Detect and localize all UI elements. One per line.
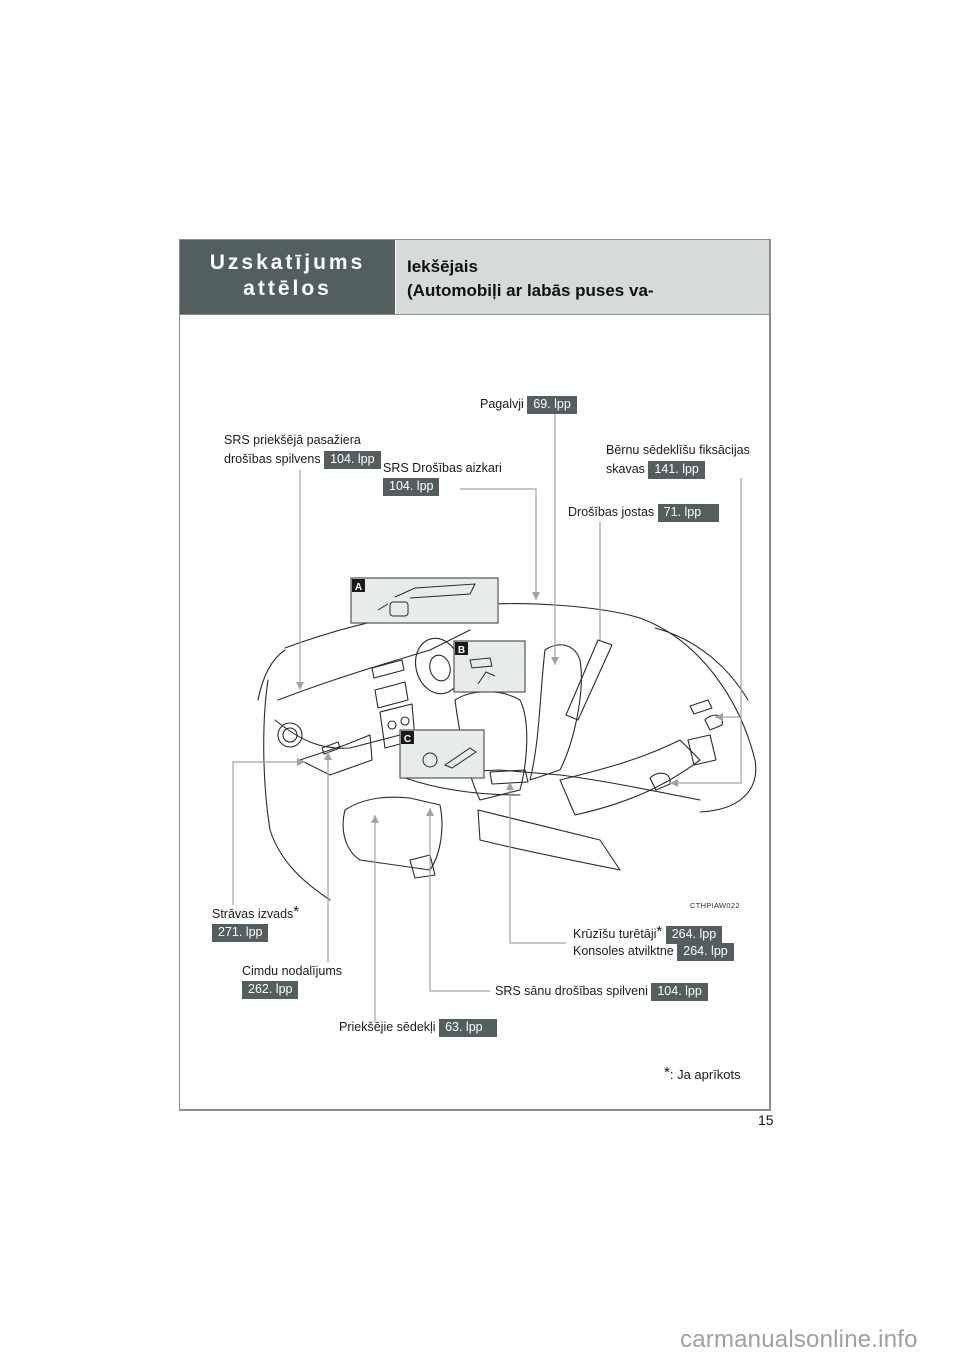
callout-side-airbags: SRS sānu drošības spilveni 104. lpp bbox=[495, 983, 708, 1001]
callout-label-line1: SRS priekšējā pasažiera bbox=[224, 433, 361, 447]
child-seat-anchor-1 bbox=[689, 699, 713, 715]
rearview-mirror bbox=[389, 601, 409, 617]
callout-label: Drošības jostas bbox=[568, 505, 655, 519]
callout-label: SRS Drošības aizkari bbox=[383, 461, 502, 475]
child-seat-anchor-3 bbox=[687, 734, 717, 766]
callout-label: Strāvas izvads bbox=[212, 907, 294, 921]
callout-label-line1: Bērnu sēdeklīšu fiksācijas bbox=[606, 443, 750, 457]
passenger-seat bbox=[342, 796, 443, 871]
section-title-line2: attēlos bbox=[243, 277, 332, 300]
rear-seat bbox=[559, 739, 701, 816]
callout-child-seat-anchors: Bērnu sēdeklīšu fiksācijas skavas 141. l… bbox=[606, 443, 750, 479]
callout-label: Cimdu nodalījums bbox=[242, 964, 343, 978]
inset-b: B bbox=[453, 640, 526, 693]
page-frame: Uzskatījums attēlos Iekšējais (Automobiļ… bbox=[179, 239, 771, 1111]
illustration-code: CTHPIAW022 bbox=[690, 901, 740, 910]
callout-label-line2: drošības spilvens bbox=[224, 452, 321, 466]
callout-glove-box: Cimdu nodalījums 262. lpp bbox=[242, 964, 342, 999]
page-ref-badge[interactable]: 71. lpp bbox=[657, 504, 720, 522]
optional-asterisk: * bbox=[664, 1064, 670, 1081]
seat-belt bbox=[565, 639, 613, 721]
section-tab: Uzskatījums attēlos bbox=[180, 240, 395, 314]
headrest-seat bbox=[529, 644, 582, 781]
inset-a-label: A bbox=[355, 582, 362, 593]
page-ref-badge[interactable]: 104. lpp bbox=[383, 478, 440, 496]
page-header: Iekšējais (Automobiļi ar labās puses va- bbox=[396, 240, 769, 314]
callout-front-seats: Priekšējie sēdekļi 63. lpp bbox=[339, 1019, 497, 1037]
page-ref-badge[interactable]: 104. lpp bbox=[651, 983, 708, 1001]
callout-label: Krūzīšu turētāji bbox=[573, 927, 657, 941]
footnote: *: Ja aprīkots bbox=[664, 1064, 741, 1082]
callout-label: Pagalvji bbox=[480, 397, 524, 411]
leader-cup-holders bbox=[509, 782, 566, 944]
child-seat-anchor-4 bbox=[649, 772, 671, 791]
callout-label-line2: skavas bbox=[606, 462, 645, 476]
leader-child-anchors bbox=[670, 478, 742, 784]
leader-arrowheads bbox=[296, 592, 723, 823]
page-ref-badge[interactable]: 63. lpp bbox=[439, 1019, 497, 1037]
callout-label: Konsoles atvilktne bbox=[573, 944, 674, 958]
leader-power-outlet bbox=[232, 761, 305, 905]
callout-label: Priekšējie sēdekļi bbox=[339, 1020, 436, 1034]
optional-asterisk: * bbox=[656, 923, 663, 940]
callout-label: SRS sānu drošības spilveni bbox=[495, 984, 648, 998]
page-ref-badge[interactable]: 271. lpp bbox=[212, 924, 269, 942]
callout-front-passenger-airbag: SRS priekšējā pasažiera drošības spilven… bbox=[224, 433, 381, 469]
inset-c: C bbox=[399, 729, 485, 779]
inset-b-label: B bbox=[458, 645, 465, 656]
page-ref-badge[interactable]: 69. lpp bbox=[527, 396, 577, 414]
callout-power-outlet: Strāvas izvads* 271. lpp bbox=[212, 904, 299, 942]
page-ref-badge[interactable]: 264. lpp bbox=[677, 943, 734, 961]
callout-cup-holders: Krūzīšu turētāji* 264. lpp bbox=[573, 923, 723, 944]
page-title-line1: Iekšējais bbox=[407, 257, 478, 276]
page-ref-badge[interactable]: 104. lpp bbox=[324, 451, 381, 469]
header-divider bbox=[180, 314, 769, 315]
leader-side-airbags bbox=[429, 808, 490, 992]
page-ref-badge[interactable]: 262. lpp bbox=[242, 981, 299, 999]
watermark: carmanualsonline.info bbox=[680, 1326, 918, 1353]
dashboard bbox=[277, 629, 471, 701]
air-vent-left bbox=[277, 722, 303, 748]
parking-brake bbox=[443, 747, 477, 769]
page-ref-badge[interactable]: 141. lpp bbox=[648, 461, 705, 479]
cup-holders bbox=[489, 769, 529, 785]
callout-curtain-airbags: SRS Drošības aizkari 104. lpp bbox=[383, 461, 502, 496]
callout-seat-belts: Drošības jostas 71. lpp bbox=[568, 504, 720, 522]
center-vents bbox=[371, 659, 405, 679]
gear-shift-icon bbox=[422, 752, 438, 768]
callout-console-box: Konsoles atvilktne 264. lpp bbox=[573, 943, 734, 961]
page-title-line2: (Automobiļi ar labās puses va- bbox=[407, 281, 654, 300]
center-display bbox=[374, 681, 409, 709]
optional-asterisk: * bbox=[293, 903, 300, 920]
inset-c-label: C bbox=[404, 734, 411, 745]
rear-body-outline bbox=[639, 617, 757, 813]
leader-lines bbox=[232, 413, 742, 1022]
callout-headrests: Pagalvji 69. lpp bbox=[480, 396, 577, 414]
page-ref-badge[interactable]: 264. lpp bbox=[665, 926, 723, 944]
section-title-line1: Uzskatījums bbox=[209, 251, 366, 274]
body-outline-left bbox=[263, 679, 331, 901]
page-number: 15 bbox=[758, 1112, 774, 1128]
leader-curtain-airbags bbox=[460, 488, 537, 600]
glove-box bbox=[299, 734, 373, 776]
inset-a: A bbox=[350, 577, 499, 624]
footnote-text: : Ja aprīkots bbox=[669, 1067, 741, 1082]
